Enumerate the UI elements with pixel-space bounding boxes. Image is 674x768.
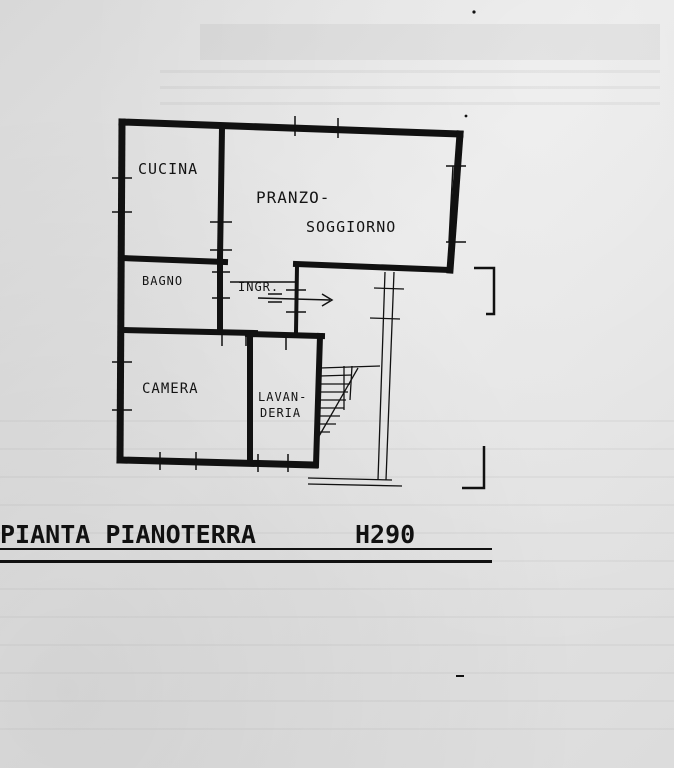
wall-top [118, 118, 464, 138]
stair-posts [343, 365, 353, 410]
room-label-pranzo-line1: PRANZO- [256, 188, 331, 207]
entrance-arrow-head [321, 293, 334, 307]
wall-right-upper [446, 130, 464, 274]
plan-title: PIANTA PIANOTERRA H290 [0, 520, 415, 549]
door-camera [221, 334, 247, 346]
room-label-bagno: BAGNO [142, 274, 184, 288]
window-bottom-lavanderia [257, 454, 289, 472]
wall-lavanderia-top [244, 330, 326, 340]
stair-bottom-edge [307, 477, 403, 487]
plan-title-height: H290 [355, 520, 416, 549]
window-top-pranzo-inner [294, 129, 339, 132]
room-label-cucina: CUCINA [138, 160, 199, 178]
room-label-lavanderia-line2: DERIA [260, 406, 302, 420]
room-label-pranzo-line2: SOGGIORNO [306, 218, 397, 236]
corner-mark-top-right [474, 266, 496, 316]
wall-cucina-bagno [118, 254, 229, 266]
ink-speck [472, 10, 476, 14]
entry-ticks [230, 281, 306, 313]
stair-ticks [369, 287, 405, 320]
door-bagno [212, 271, 230, 299]
room-label-ingresso: INGR. [238, 280, 280, 294]
wall-pranzo-bottom [292, 260, 454, 274]
corner-mark-bottom-right [462, 446, 486, 490]
window-right-pranzo [446, 165, 466, 243]
plan-title-underline [0, 548, 492, 550]
door-cucina [210, 221, 232, 251]
window-top-pranzo [294, 116, 339, 138]
ink-speck [464, 114, 468, 118]
room-label-camera: CAMERA [142, 381, 199, 397]
window-bottom-camera [159, 452, 197, 470]
room-label-lavanderia-line1: LAVAN- [258, 390, 308, 404]
entrance-arrow-shaft [257, 297, 331, 301]
wall-lavanderia-right [312, 332, 324, 469]
window-left-cucina [112, 177, 132, 213]
wall-cucina-pranzo [216, 124, 226, 262]
entrance-arrow-lines [268, 293, 282, 303]
window-left-camera [112, 361, 132, 411]
plan-title-underline-thick [0, 560, 492, 563]
plan-title-main: PIANTA PIANOTERRA [0, 520, 256, 549]
stair-diagonal [317, 367, 359, 439]
wall-bagno-camera [118, 326, 259, 337]
stair-outer-rail [377, 271, 395, 481]
wall-bottom [116, 456, 319, 469]
